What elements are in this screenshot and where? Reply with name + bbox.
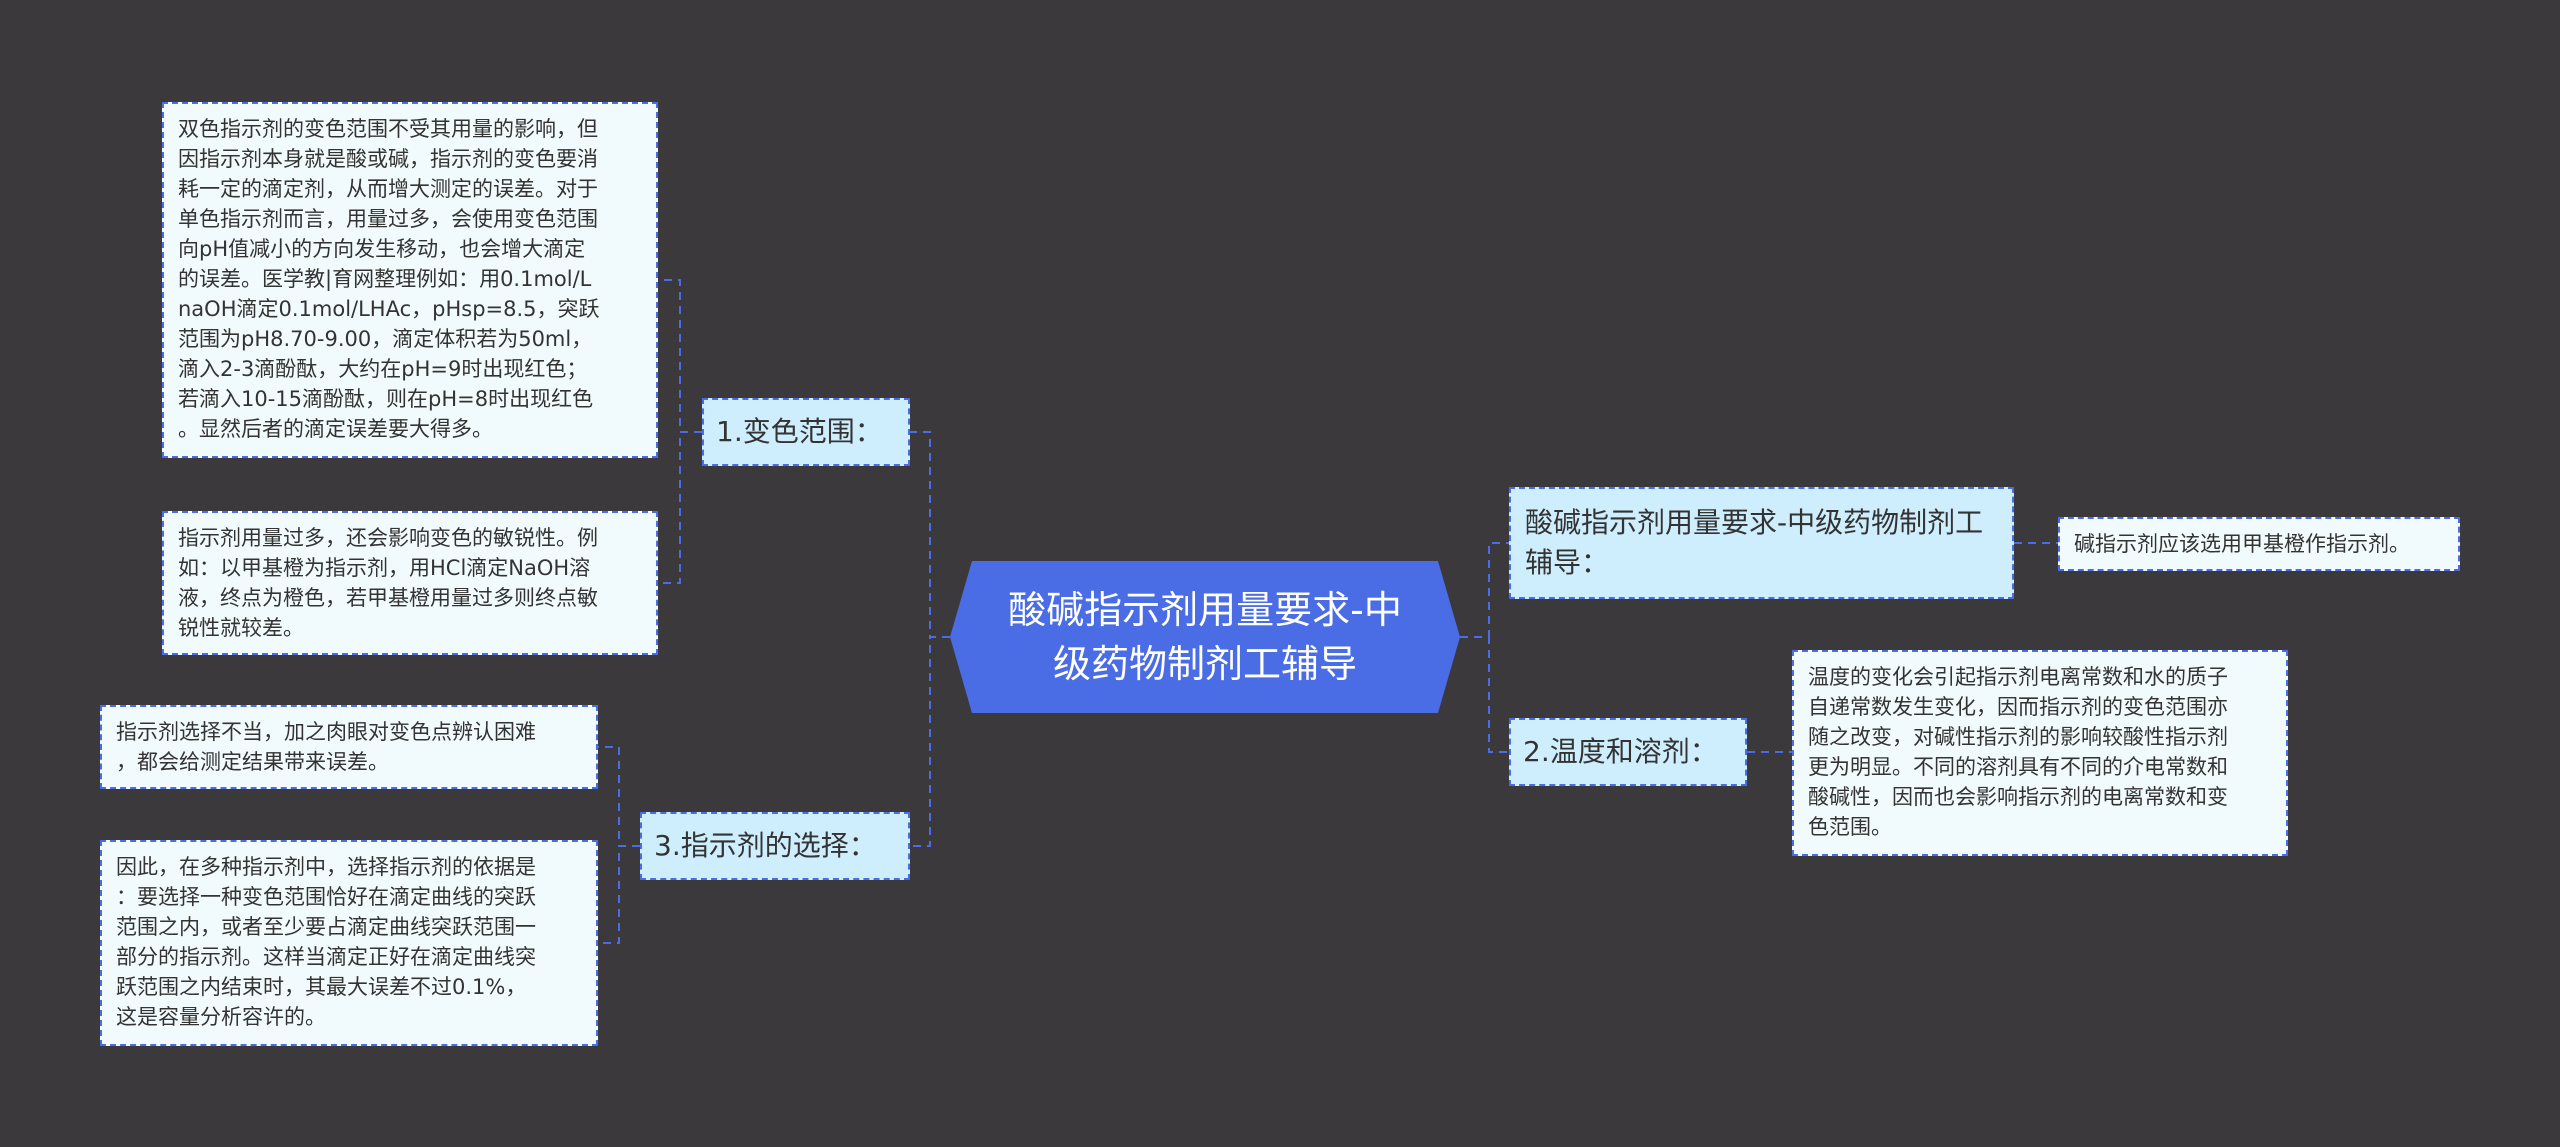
leaf-temperature-solvent-detail[interactable]: 温度的变化会引起指示剂电离常数和水的质子 自递常数发生变化，因而指示剂的变色范围… [1792,650,2288,856]
leaf-dosage-sensitivity[interactable]: 指示剂用量过多，还会影响变色的敏锐性。例 如：以甲基橙为指示剂，用HCl滴定Na… [162,511,658,655]
link-central-b4 [1460,542,1509,638]
link-central-b2 [1460,636,1509,753]
link-b1-l2 [658,431,702,584]
branch-label: 2.温度和溶剂： [1523,735,1718,768]
link-b3-l3 [598,746,640,847]
link-central-b1 [910,431,950,638]
leaf-improper-selection[interactable]: 指示剂选择不当，加之肉眼对变色点辨认困难 ，都会给测定结果带来误差。 [100,705,598,789]
leaf-dosage-effect-range[interactable]: 双色指示剂的变色范围不受其用量的影响，但 因指示剂本身就是酸或碱，指示剂的变色要… [162,102,658,458]
central-topic[interactable]: 酸碱指示剂用量要求-中级药物制剂工辅导 [950,561,1460,713]
branch-indicator-selection[interactable]: 3.指示剂的选择： [640,812,910,880]
link-b3-l4 [598,845,640,944]
branch-temperature-solvent[interactable]: 2.温度和溶剂： [1509,718,1747,786]
leaf-selection-basis[interactable]: 因此，在多种指示剂中，选择指示剂的依据是 ：要选择一种变色范围恰好在滴定曲线的突… [100,840,598,1046]
branch-color-change-range[interactable]: 1.变色范围： [702,398,910,466]
link-central-b3 [910,636,950,847]
branch-dosage-requirement[interactable]: 酸碱指示剂用量要求-中级药物制剂工辅导： [1509,487,2014,599]
branch-label: 1.变色范围： [716,415,883,448]
leaf-methyl-orange[interactable]: 碱指示剂应该选用甲基橙作指示剂。 [2058,517,2460,571]
central-topic-title: 酸碱指示剂用量要求-中级药物制剂工辅导 [1008,588,1402,686]
branch-label: 3.指示剂的选择： [654,829,877,862]
link-b1-l1 [658,279,702,433]
branch-label: 酸碱指示剂用量要求-中级药物制剂工辅导： [1525,506,1984,579]
